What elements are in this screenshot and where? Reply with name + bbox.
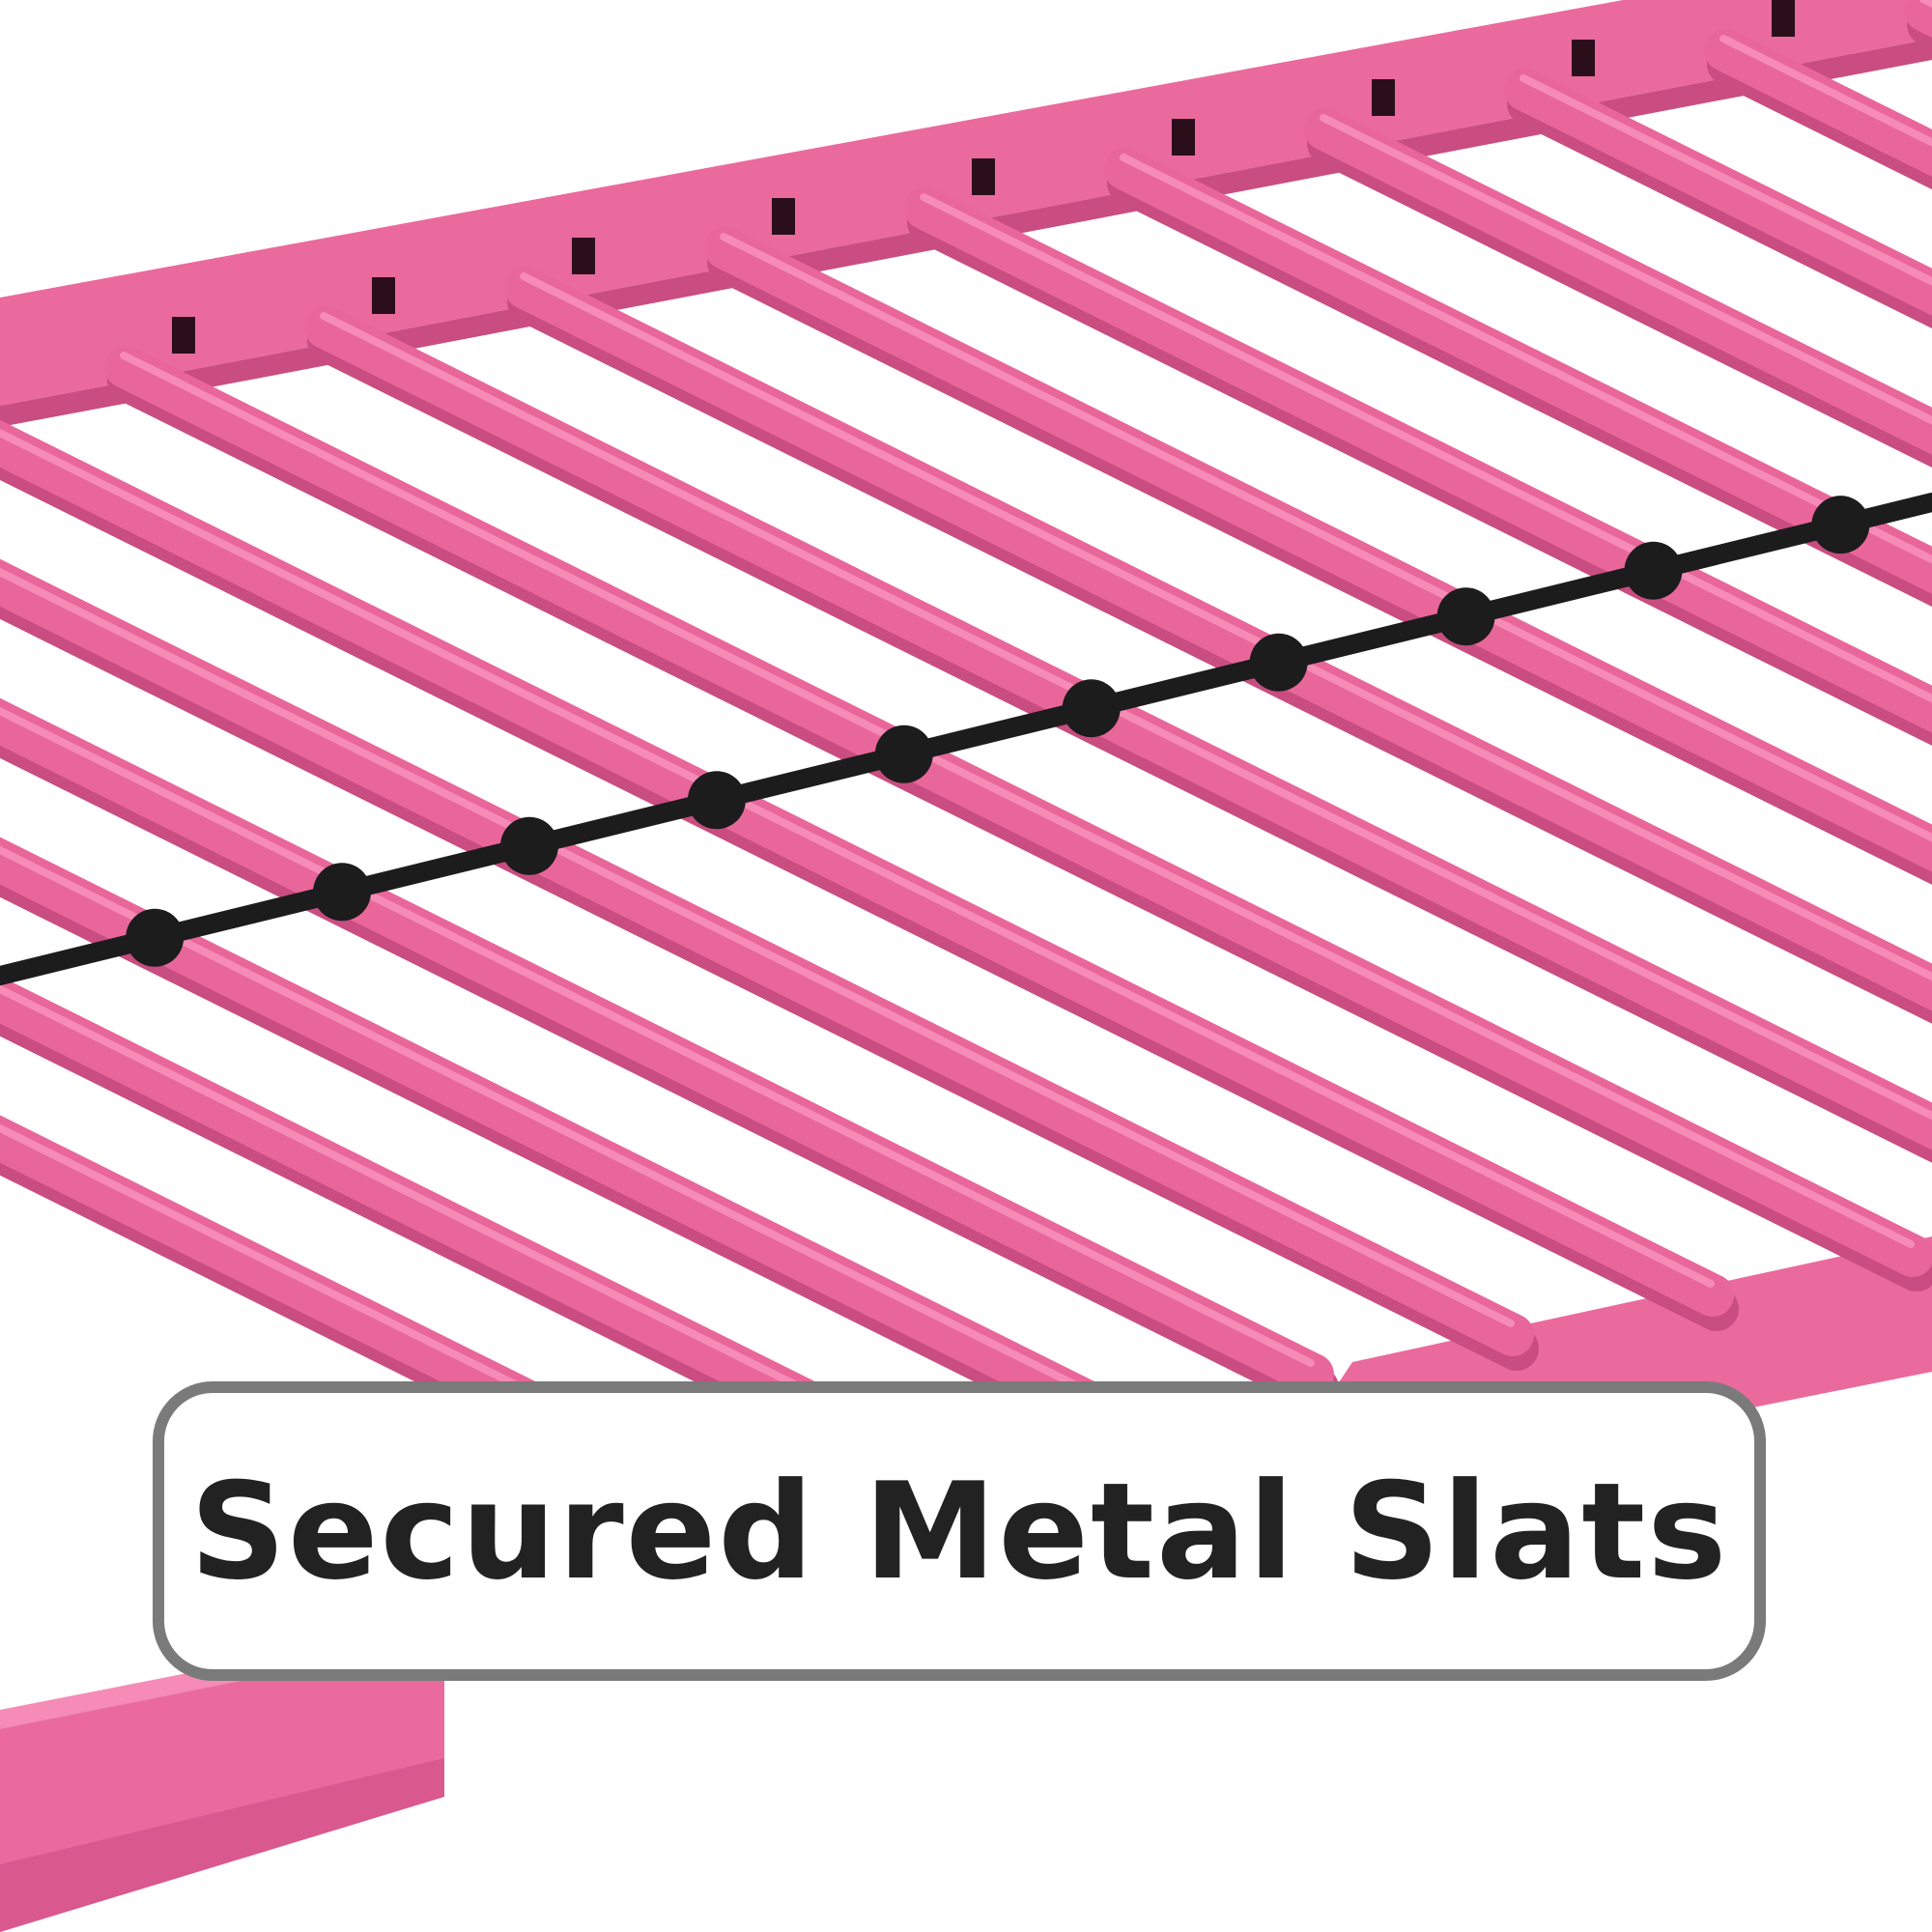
support-connector <box>1436 587 1495 646</box>
caption-text: Secured Metal Slats <box>189 1453 1729 1609</box>
slats-group <box>0 0 1932 1529</box>
support-connector <box>126 908 185 967</box>
slat <box>304 306 1932 1163</box>
slat-highlight <box>120 352 1915 1248</box>
support-connector <box>313 863 372 922</box>
slat <box>0 1115 739 1529</box>
rail-slot <box>572 238 595 274</box>
slat-highlight <box>0 984 915 1446</box>
support-connector <box>1062 679 1121 738</box>
slat-highlight <box>920 193 1932 703</box>
rail-slot <box>1772 0 1795 37</box>
rail-slot <box>1172 119 1195 156</box>
slat-highlight <box>0 706 1315 1367</box>
slat <box>104 346 1932 1292</box>
support-connector <box>1811 496 1870 554</box>
slat <box>0 837 1139 1450</box>
slat <box>1104 148 1932 607</box>
slat-highlight <box>720 233 1932 842</box>
slat <box>1504 69 1932 329</box>
slat-highlight <box>0 567 1515 1327</box>
rail-slot <box>1572 40 1595 76</box>
caption-box: Secured Metal Slats <box>153 1381 1766 1681</box>
slat-body <box>1304 108 1932 455</box>
slat <box>0 419 1739 1331</box>
slat-body <box>0 419 1734 1317</box>
support-connector <box>874 724 933 783</box>
slat-highlight <box>0 845 1115 1406</box>
support-connector <box>1249 633 1308 692</box>
slat-body <box>0 558 1534 1356</box>
slat-highlight <box>320 312 1932 1121</box>
slat-highlight <box>1320 114 1932 425</box>
slat-body <box>0 1115 734 1515</box>
slat-highlight <box>1120 154 1932 564</box>
slat <box>0 558 1539 1371</box>
slat <box>904 187 1932 746</box>
slat-body <box>1504 69 1932 316</box>
slat-body <box>304 306 1932 1151</box>
slat <box>0 976 939 1490</box>
support-connectors-group <box>126 496 1870 967</box>
slat-body <box>0 976 934 1475</box>
front-side-rail-left-bottom <box>0 1758 444 1932</box>
slat-body <box>704 227 1932 872</box>
slat-body <box>1104 148 1932 594</box>
slat-body <box>104 346 1932 1277</box>
slat-highlight <box>1520 74 1932 286</box>
rail-slot <box>172 317 195 354</box>
support-connector <box>1624 541 1683 600</box>
back-side-rail <box>0 0 1932 406</box>
rail-slot <box>372 277 395 314</box>
slat-body <box>504 267 1932 1011</box>
slat <box>704 227 1932 885</box>
slat-highlight <box>0 1123 715 1486</box>
slat <box>1304 108 1932 469</box>
slat-body <box>904 187 1932 733</box>
support-connector <box>499 816 558 875</box>
rail-slot <box>972 158 995 195</box>
slat-highlight <box>0 428 1715 1288</box>
slat <box>0 697 1339 1410</box>
rail-slot <box>772 198 795 235</box>
slat-body <box>0 697 1334 1396</box>
slat-body <box>0 837 1134 1435</box>
slat-highlight <box>520 272 1932 981</box>
rail-slots-group <box>172 0 1795 354</box>
support-connector <box>687 771 746 830</box>
rail-slot <box>1372 79 1395 116</box>
slat <box>504 267 1932 1024</box>
